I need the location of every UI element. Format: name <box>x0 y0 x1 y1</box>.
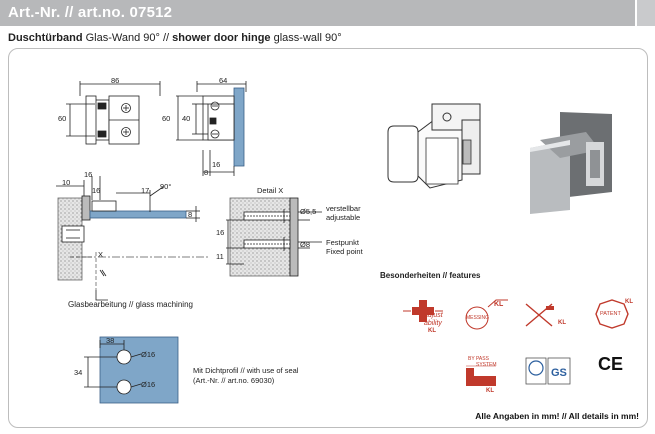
glass-machining-label: Glasbearbeitung // glass machining <box>68 300 193 309</box>
dim-8a-label: 8 <box>204 168 209 177</box>
product-subtitle: Duschtürband Glas-Wand 90° // shower doo… <box>8 32 342 44</box>
adjust-label: adjust <box>424 312 443 319</box>
kl-mark-2: KL <box>494 301 504 308</box>
adjustable-en-label: adjustable <box>326 213 361 222</box>
kl-mark-1: KL <box>428 328 436 334</box>
patent-icon <box>595 299 629 329</box>
certification-icon: GS <box>525 357 571 385</box>
messing-icon <box>465 299 508 330</box>
seal-line-1: Mit Dichtprofil // with use of seal <box>193 366 299 375</box>
dim-11-label: 11 <box>216 252 224 261</box>
product-name-de: Duschtürband <box>8 32 83 44</box>
svg-text:GS: GS <box>551 367 567 379</box>
dim-60-label: 60 <box>58 114 67 123</box>
seal-line-2: (Art.-Nr. // art.no. 69030) <box>193 376 275 385</box>
plan-view <box>56 176 210 301</box>
bypass-system-icon <box>466 365 496 386</box>
kl-mark-5: KL <box>486 388 494 394</box>
axis-x-label: X <box>98 250 104 259</box>
dim-16b-label: 16 <box>84 170 93 179</box>
dim-d8-label: Ø8 <box>300 240 311 249</box>
hole-1-label: Ø16 <box>141 350 156 359</box>
detail-x <box>226 197 322 277</box>
article-number: Art.-Nr. // art.no. 07512 <box>8 4 173 21</box>
bypass-label-2: SYSTEM <box>476 362 497 368</box>
dim-40-label: 40 <box>182 114 191 123</box>
side-view <box>176 81 247 176</box>
product-image-open <box>387 103 481 189</box>
dim-60b-label: 60 <box>162 114 171 123</box>
ability-label: ability <box>424 320 442 327</box>
desc-en: glass-wall 90° <box>270 32 342 44</box>
patent-label: PATENT <box>600 311 621 317</box>
kl-mark-3: KL <box>558 320 566 326</box>
header-bar: Art.-Nr. // art.no. 07512 <box>0 0 655 26</box>
dim-34-label: 34 <box>74 368 83 377</box>
dim-d55-label: Ø5,5 <box>300 207 317 216</box>
adjustable-de-label: verstellbar <box>326 204 361 213</box>
dim-64-label: 64 <box>219 76 228 85</box>
features-title: Besonderheiten // features <box>380 271 481 280</box>
ce-mark: CE <box>598 354 624 374</box>
angle-90-label: 90° <box>160 182 172 191</box>
detail-x-title: Detail X <box>257 186 284 195</box>
header-tab <box>635 0 655 26</box>
fixpoint-en-label: Fixed point <box>326 247 363 256</box>
fixpoint-de-label: Festpunkt <box>326 238 359 247</box>
dim-16c-label: 16 <box>92 186 101 195</box>
product-image-photo <box>530 112 612 214</box>
dim-10-label: 10 <box>62 178 71 187</box>
messing-label: MESSING <box>466 315 490 321</box>
product-name-en: shower door hinge <box>172 32 271 44</box>
desc-de: Glas-Wand 90° // <box>82 32 173 44</box>
glass-machining-drawing <box>84 336 179 404</box>
dim-38-label: 38 <box>106 336 115 345</box>
dim-17-label: 17 <box>141 186 150 195</box>
hole-2-label: Ø16 <box>141 380 156 389</box>
dim-16a-label: 16 <box>212 160 221 169</box>
tool-icon <box>525 303 554 327</box>
front-view <box>66 81 161 145</box>
bypass-label-1: BY PASS <box>468 356 489 362</box>
dim-16d-label: 16 <box>216 228 225 237</box>
dim-8b-label: 8 <box>188 210 193 219</box>
dim-86-label: 86 <box>111 76 120 85</box>
footer-note: Alle Angaben in mm! // All details in mm… <box>475 411 639 421</box>
kl-mark-4: KL <box>625 299 633 305</box>
adjustability-icon <box>403 300 443 322</box>
